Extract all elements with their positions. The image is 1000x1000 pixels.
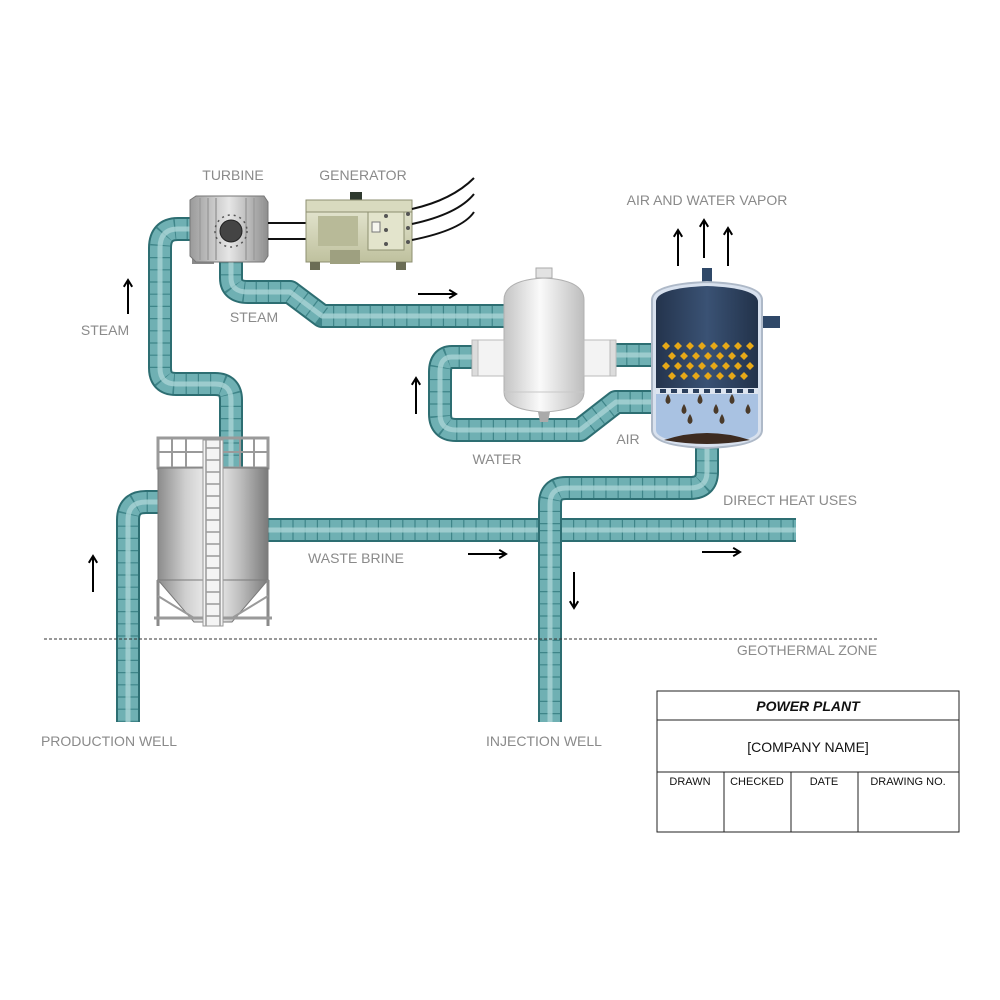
- arrow-brine-right: [468, 548, 508, 560]
- flow-arrows: [87, 218, 742, 610]
- label-steam-right: STEAM: [230, 309, 278, 325]
- arrow-vapor-3: [722, 226, 734, 266]
- title-block-title: POWER PLANT: [756, 698, 861, 714]
- arrow-vapor-2: [698, 218, 710, 258]
- flash-separator-tank: [154, 436, 272, 627]
- steam-to-condenser-pipe: [219, 262, 506, 328]
- steam-riser-pipe: [148, 217, 243, 468]
- label-injection-well: INJECTION WELL: [486, 733, 602, 749]
- water-return-pipe: [428, 345, 656, 442]
- tower-to-heat-uses-pipe: [538, 448, 719, 530]
- label-generator: GENERATOR: [319, 167, 406, 183]
- label-production-well: PRODUCTION WELL: [41, 733, 177, 749]
- cooling-tower: [651, 268, 780, 450]
- arrow-water-up: [410, 376, 422, 414]
- generator: [305, 192, 413, 270]
- arrow-heat-uses-right: [702, 546, 742, 558]
- condenser: [471, 267, 617, 422]
- pipe-network: [116, 217, 796, 722]
- label-turbine: TURBINE: [202, 167, 263, 183]
- arrow-vapor-1: [672, 228, 684, 266]
- arrow-injection-down: [568, 572, 580, 610]
- title-block-col-drawn: DRAWN: [669, 776, 710, 788]
- power-output-lines: [411, 177, 475, 241]
- label-geothermal-zone: GEOTHERMAL ZONE: [737, 642, 877, 658]
- label-air-and-water-vapor: AIR AND WATER VAPOR: [627, 192, 788, 208]
- title-block-col-drawing-no: DRAWING NO.: [870, 776, 945, 788]
- label-air: AIR: [616, 431, 639, 447]
- label-direct-heat-uses: DIRECT HEAT USES: [723, 492, 857, 508]
- label-steam-left: STEAM: [81, 322, 129, 338]
- title-block-col-date: DATE: [810, 776, 839, 788]
- title-block-company: [COMPANY NAME]: [747, 739, 869, 755]
- label-waste-brine: WASTE BRINE: [308, 550, 404, 566]
- title-block-col-checked: CHECKED: [730, 776, 784, 788]
- label-water: WATER: [473, 451, 522, 467]
- turbine: [189, 195, 269, 264]
- title-block: POWER PLANT [COMPANY NAME] DRAWN CHECKED…: [656, 690, 960, 833]
- arrow-steam-right: [418, 288, 458, 300]
- arrow-production-up: [87, 554, 99, 592]
- production-well-pipe: [116, 490, 160, 722]
- arrow-steam-up: [122, 278, 134, 314]
